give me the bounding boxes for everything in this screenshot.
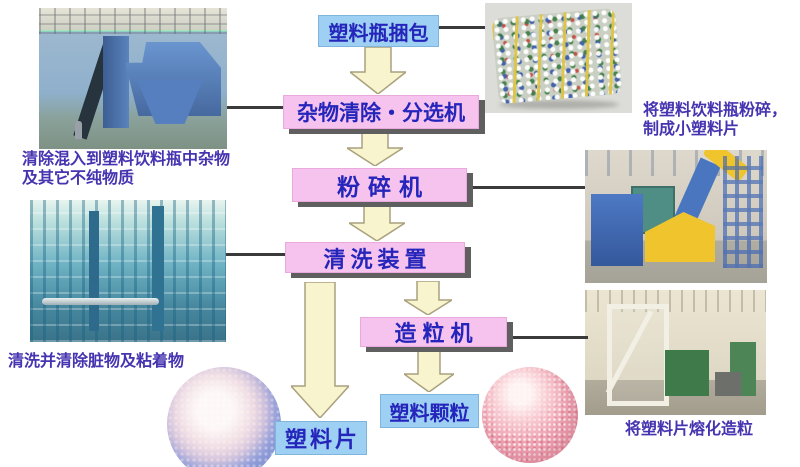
flow-box-sorter: 杂物清除・分选机	[283, 95, 479, 129]
connector-line	[226, 253, 285, 256]
output-box-pellets: 塑料颗粒	[380, 394, 479, 428]
flow-box-crusher: 粉碎机	[292, 168, 467, 202]
connector-line	[507, 336, 588, 339]
photo-detail	[39, 8, 227, 34]
flow-box-bottle-bale: 塑料瓶捆包	[318, 15, 439, 47]
photo-plastic-pellets	[482, 367, 578, 463]
photo-detail	[723, 156, 763, 268]
caption-impurity-removal: 清除混入到塑料饮料瓶中杂物 及其它不纯物质	[22, 150, 230, 188]
photo-bottle-bale	[485, 3, 632, 113]
photo-washing-plant	[30, 200, 226, 342]
photo-pelletizer-plant	[585, 290, 766, 415]
photo-crusher-machine	[585, 150, 767, 283]
photo-detail	[30, 200, 226, 342]
photo-detail	[103, 36, 129, 128]
photo-detail	[499, 100, 619, 109]
arrow-down-icon	[349, 204, 405, 241]
photo-detail	[88, 211, 99, 331]
photo-sorting-line	[39, 8, 227, 149]
output-box-flakes: 塑料片	[275, 421, 367, 455]
flow-box-pelletizer: 造粒机	[360, 317, 507, 347]
caption-line: 将塑料饮料瓶粉碎，	[643, 102, 788, 119]
caption-line: 清除混入到塑料饮料瓶中杂物	[22, 151, 231, 168]
connector-line	[437, 26, 485, 29]
photo-detail	[591, 194, 643, 266]
arrow-down-icon	[350, 47, 406, 94]
photo-detail	[715, 372, 741, 396]
photo-detail	[75, 121, 82, 139]
photo-detail	[665, 350, 709, 396]
arrow-down-icon	[347, 129, 403, 166]
arrow-down-icon	[404, 281, 452, 315]
caption-line: 及其它不纯物质	[22, 170, 135, 187]
photo-detail	[491, 7, 623, 105]
caption-melting: 将塑料片熔化造粒	[625, 421, 754, 438]
caption-washing: 清洗并清除脏物及粘着物	[8, 353, 185, 370]
photo-detail	[491, 7, 623, 105]
photo-detail	[151, 205, 164, 331]
photo-detail	[607, 304, 669, 406]
arrow-down-icon	[404, 351, 454, 392]
flow-box-washer: 清洗装置	[285, 242, 465, 273]
caption-line: 制成小塑料片	[643, 121, 740, 138]
photo-plastic-flakes	[167, 367, 281, 467]
photo-detail	[137, 80, 203, 124]
photo-detail	[41, 298, 160, 306]
arrow-down-icon	[291, 282, 349, 418]
caption-crushing: 将塑料饮料瓶粉碎， 制成小塑料片	[643, 101, 787, 139]
connector-line	[227, 106, 283, 109]
connector-line	[470, 186, 585, 189]
